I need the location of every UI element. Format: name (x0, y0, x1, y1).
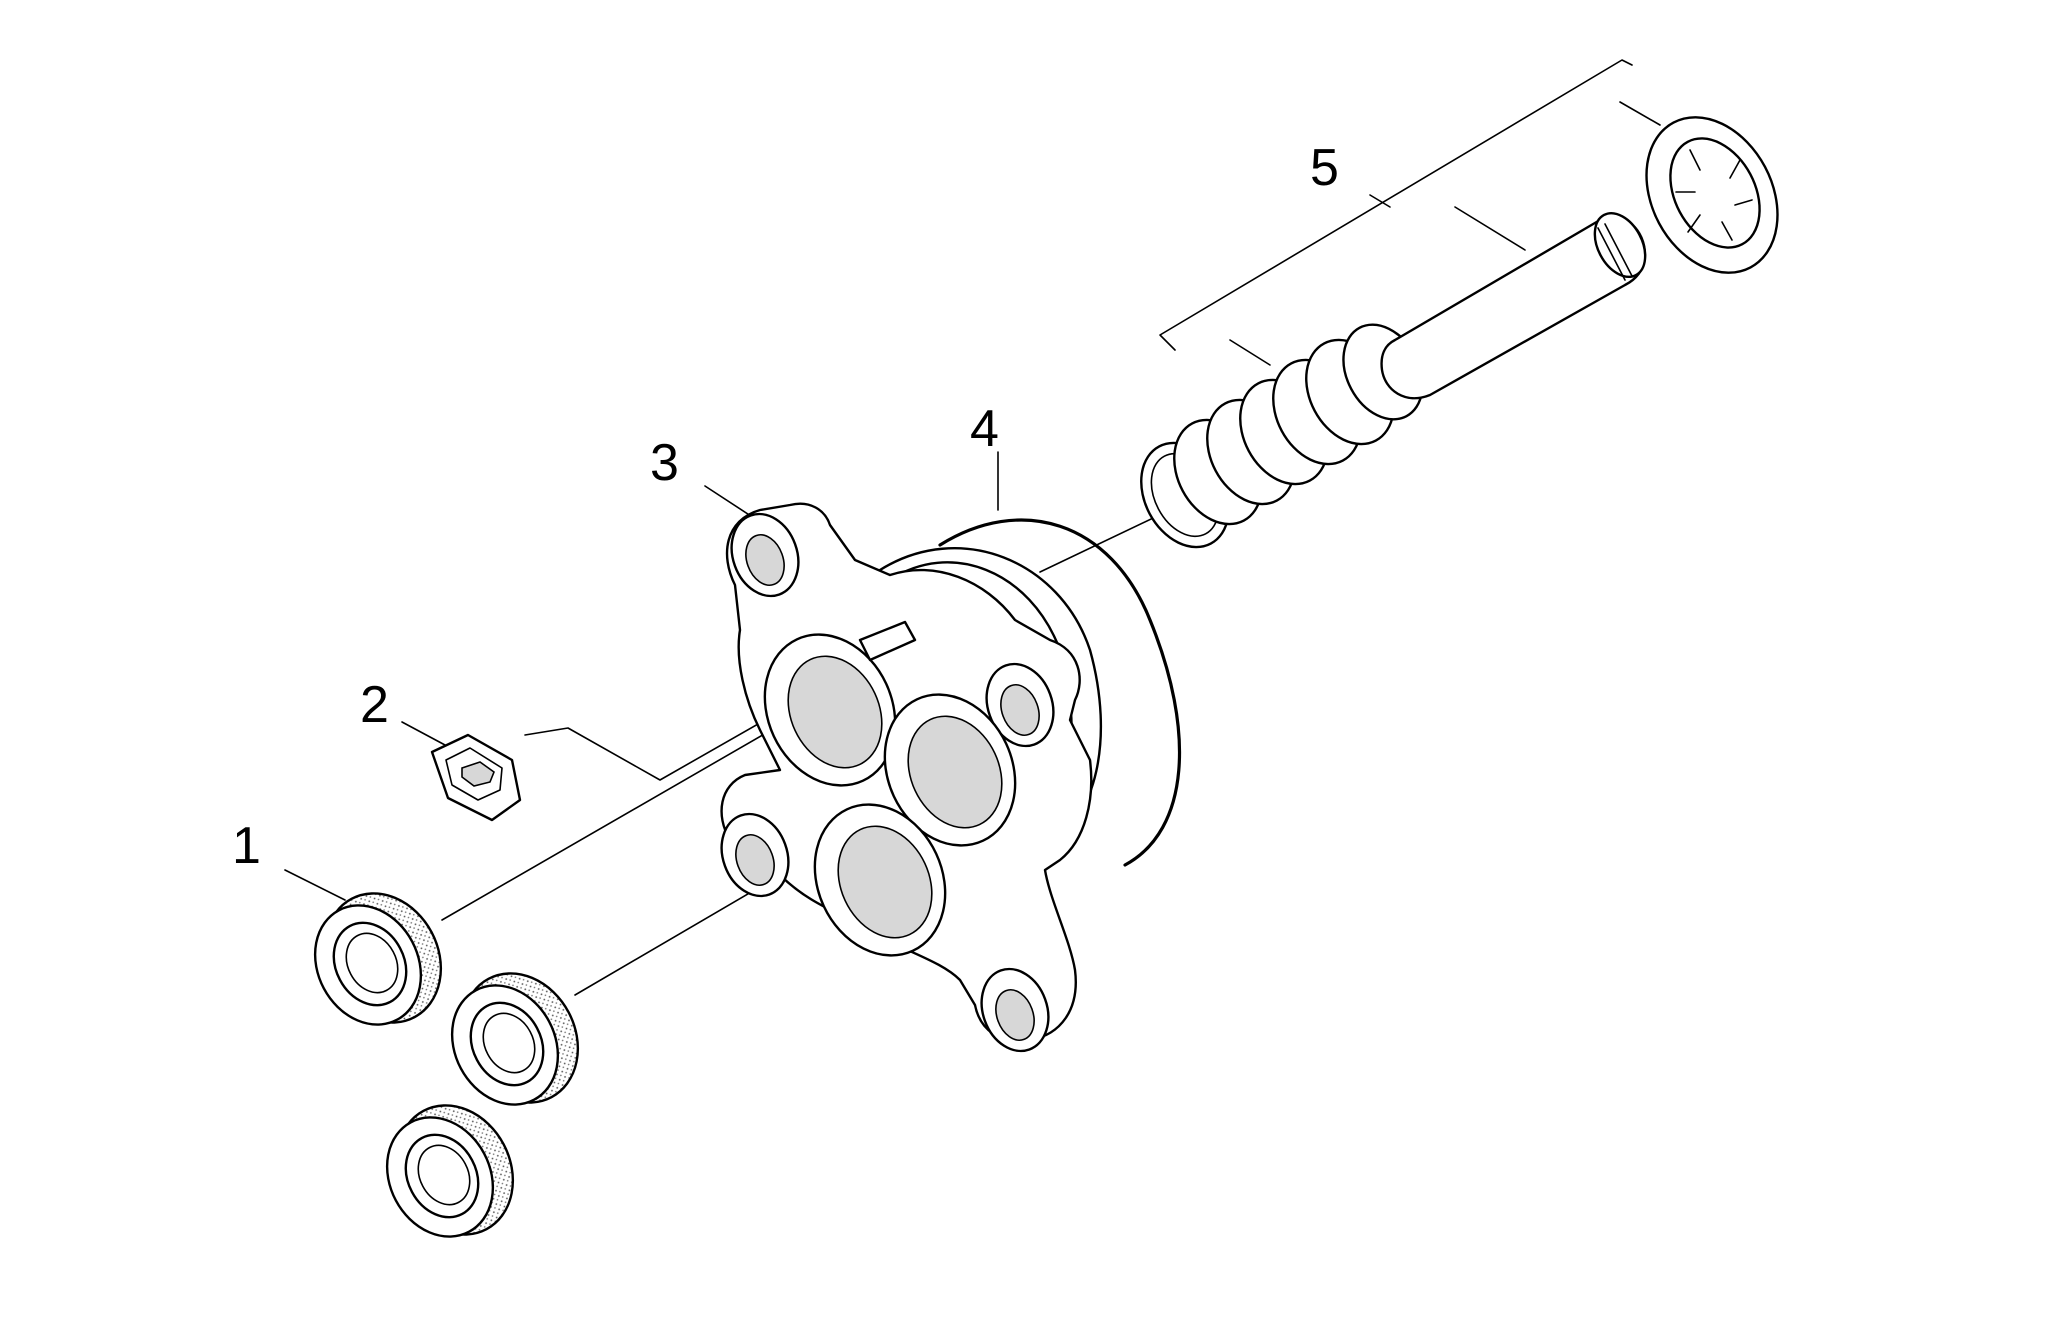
seal-ring-2 (450, 972, 580, 1106)
pin (1380, 212, 1647, 400)
callout-label-1: 1 (232, 817, 261, 875)
callout-label-3: 3 (650, 434, 679, 492)
o-ring (938, 518, 1182, 867)
callout-label-4: 4 (970, 400, 999, 458)
spring (1140, 323, 1424, 549)
seal-ring-3 (385, 1104, 515, 1238)
clip-part (430, 733, 522, 822)
valve-plate (720, 502, 1103, 1053)
retaining-washer (1645, 116, 1779, 274)
callout-label-2: 2 (360, 676, 389, 734)
callout-label-5: 5 (1310, 139, 1339, 197)
seal-ring-1 (313, 892, 443, 1026)
